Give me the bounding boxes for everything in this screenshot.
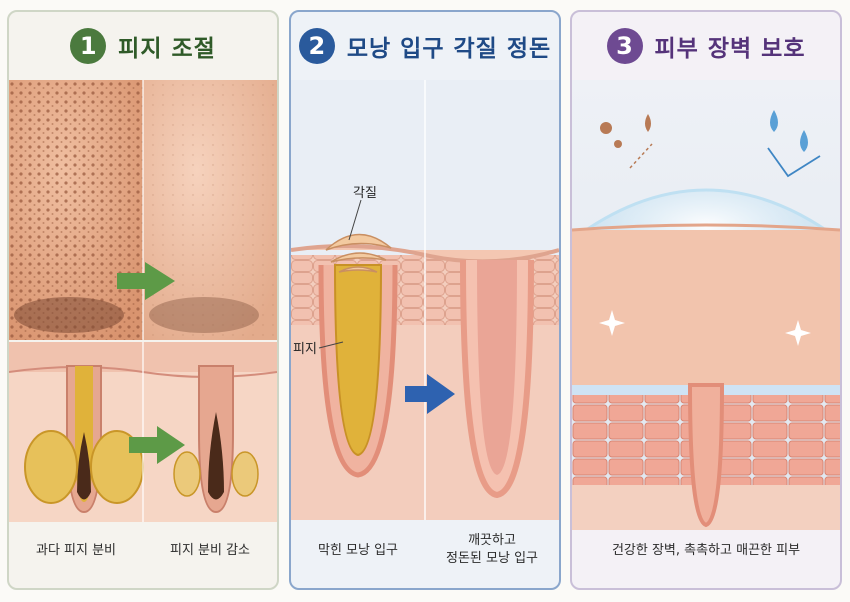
green-arrow-icon xyxy=(129,426,185,464)
nostril-shadow xyxy=(14,297,124,333)
enlarged-gland-left xyxy=(24,430,78,504)
water-drop-icon xyxy=(770,110,808,152)
caption-clean-pore-line1: 깨끗하고 xyxy=(468,533,516,548)
green-arrow-icon xyxy=(117,262,175,300)
panel-header: 1 피지 조절 xyxy=(9,12,277,80)
panel-skin-barrier: 3 피부 장벽 보호 건강한 장벽, 촉촉하고 매끈한 피부 xyxy=(570,10,842,590)
panel-header: 3 피부 장벽 보호 xyxy=(572,12,840,80)
panel-header: 2 모낭 입구 각질 정돈 xyxy=(291,12,559,80)
blue-arrow-icon xyxy=(405,374,455,414)
panel-title: 피지 조절 xyxy=(118,36,216,62)
label-sebum: 피지 xyxy=(293,342,317,357)
step-badge: 1 xyxy=(70,28,107,64)
keratin-flakes xyxy=(325,233,392,273)
step-badge: 2 xyxy=(298,28,335,64)
step-badge: 3 xyxy=(606,28,643,64)
label-keratin: 각질 xyxy=(353,186,377,201)
sebaceous-gland-cross-section xyxy=(9,342,277,522)
skin-barrier-illustration xyxy=(572,80,840,530)
panel-sebum-control: 1 피지 조절 xyxy=(7,10,279,590)
nose-comparison-illustration xyxy=(9,80,277,340)
caption-healthy-barrier: 건강한 장벽, 촉촉하고 매끈한 피부 xyxy=(611,543,801,558)
caption-clean-pore-line2: 정돈된 모낭 입구 xyxy=(446,551,538,566)
hair-shaft xyxy=(77,432,91,500)
caption-excess-sebum: 과다 피지 분비 xyxy=(35,543,117,558)
pore-cross-section-illustration xyxy=(291,80,559,520)
trapped-sebum xyxy=(333,264,383,457)
panel-title: 피부 장벽 보호 xyxy=(654,36,806,62)
caption-reduced-sebum: 피지 분비 감소 xyxy=(169,543,251,558)
sparkle-icon xyxy=(599,310,811,346)
panel-title: 모낭 입구 각질 정돈 xyxy=(346,36,552,62)
caption-clogged-pore: 막힌 모낭 입구 xyxy=(317,543,399,558)
panel-pore-keratin: 2 모낭 입구 각질 정돈 각질 피지 막힌 모낭 입구 깨끗하고 정돈된 모낭 xyxy=(289,10,561,590)
irritant-particles-icon xyxy=(600,114,651,148)
